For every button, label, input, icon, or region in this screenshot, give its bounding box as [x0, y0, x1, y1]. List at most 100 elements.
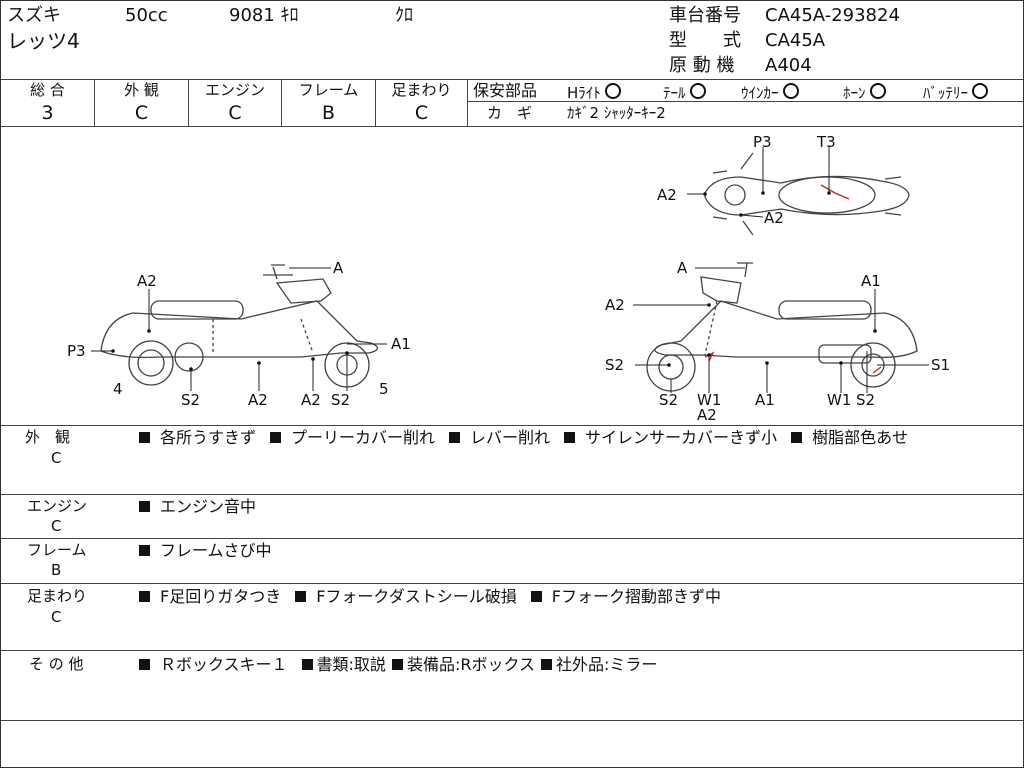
note-item: プーリーカバー削れ	[270, 428, 435, 447]
ok-circle-icon	[782, 83, 799, 99]
diagram-label: S2	[331, 391, 350, 409]
engine-label: 原 動 機	[669, 55, 735, 76]
scooter-left-view	[100, 264, 379, 388]
diagram-label: P3	[753, 133, 772, 151]
note-item: エンジン音中	[139, 497, 256, 516]
diagram-label: A	[677, 259, 688, 277]
bullet-square-icon	[270, 432, 282, 443]
grade-header-engine: エンジン	[204, 81, 265, 99]
leader-lines	[91, 147, 929, 393]
condition-diagram: A A2 P3 A1 4 S2 A2 A2 S2 5 A A2 A1 S2 S1…	[67, 133, 950, 424]
right-view-labels: A A2 A1 S2 S1 S2 W1 A2 A1 W1 S2	[605, 259, 950, 424]
grade-header-suspension: 足まわり	[391, 81, 452, 99]
bullet-square-icon	[139, 591, 150, 602]
type-value: CA45A	[765, 30, 826, 51]
diagram-label: S2	[659, 391, 678, 409]
ok-circle-icon	[869, 83, 886, 99]
note-item: サイレンサーカバーきず小	[564, 428, 777, 447]
diagram-label: A2	[248, 391, 268, 409]
note-item: Fフォークダストシール破損	[295, 587, 517, 606]
key-label: カ ギ	[487, 104, 533, 122]
divider	[1, 538, 1023, 539]
diagram-label: A2	[301, 391, 321, 409]
grade-overall: 3	[41, 102, 54, 124]
divider	[1, 79, 1023, 80]
note-item: Fフォーク摺動部きず中	[530, 587, 721, 606]
note-item: Ｒボックスキー１	[139, 655, 288, 674]
diagram-label: A1	[755, 391, 775, 409]
divider	[1, 425, 1023, 426]
note-item: 装備品:Rボックス	[391, 655, 535, 674]
note-items-frame: フレームさび中	[139, 543, 286, 559]
grade-suspension: C	[414, 102, 429, 124]
note-label-frame: フレーム	[27, 541, 87, 559]
divider	[94, 79, 95, 126]
frame-no: CA45A-293824	[765, 5, 900, 26]
grade-header-frame: フレーム	[298, 81, 359, 99]
divider	[188, 79, 189, 126]
divider	[1, 650, 1023, 651]
note-label-engine: エンジン	[27, 497, 88, 515]
grade-exterior: C	[134, 102, 149, 124]
note-grade-engine: C	[51, 517, 62, 535]
bullet-square-icon	[139, 432, 150, 443]
note-items-exterior: 各所うすきずプーリーカバー削れレバー削れサイレンサーカバーきず小樹脂部色あせ	[139, 430, 908, 446]
bullet-square-icon	[540, 659, 552, 670]
divider	[1, 720, 1023, 721]
divider	[375, 79, 376, 126]
note-label-suspension: 足まわり	[27, 587, 88, 605]
note-label-exterior: 外 観	[25, 428, 71, 446]
note-item: 各所うすきず	[139, 428, 256, 447]
diagram-label: W1	[697, 391, 721, 409]
displacement: 50cc	[125, 5, 168, 26]
safety-item-horn: ﾎｰﾝ	[843, 83, 886, 101]
model-name: レッツ4	[7, 29, 80, 53]
bullet-square-icon	[139, 501, 150, 512]
divider	[467, 79, 468, 126]
note-item: F足回りガタつき	[139, 587, 281, 606]
divider	[1, 494, 1023, 495]
bullet-square-icon	[301, 659, 313, 670]
note-item: フレームさび中	[139, 541, 272, 560]
point-dots	[111, 191, 877, 371]
ok-circle-icon	[972, 83, 989, 99]
bullet-square-icon	[564, 432, 576, 443]
note-item: 社外品:ミラー	[540, 655, 657, 674]
note-grade-frame: B	[51, 561, 62, 579]
diagram-label: P3	[67, 342, 86, 360]
grade-header-exterior: 外 観	[124, 81, 159, 99]
diagram-label: 4	[113, 380, 123, 398]
bullet-square-icon	[295, 591, 307, 602]
safety-item-battery: ﾊﾞｯﾃﾘｰ	[923, 83, 989, 101]
type-label: 型 式	[669, 30, 741, 51]
safety-item-tail: ﾃｰﾙ	[663, 83, 706, 101]
color: ｸﾛ	[395, 5, 413, 26]
left-view-labels: A A2 P3 A1 4 S2 A2 A2 S2 5	[67, 259, 411, 409]
frame-no-label: 車台番号	[669, 5, 741, 26]
note-label-other: そ の 他	[29, 655, 84, 673]
top-view-labels: P3 T3 A2 A2	[657, 133, 836, 227]
diagram-label: S2	[181, 391, 200, 409]
maker: スズキ	[7, 5, 61, 26]
note-grade-exterior: C	[51, 449, 62, 467]
bullet-square-icon	[791, 432, 803, 443]
diagram-label: A2	[657, 186, 677, 204]
note-items-suspension: F足回りガタつき Fフォークダストシール破損 Fフォーク摺動部きず中	[139, 589, 721, 605]
key-value: ｶｷﾞ2 ｼｬｯﾀｰｷｰ2	[567, 104, 666, 122]
grade-header-overall: 総 合	[30, 81, 65, 99]
bullet-square-icon	[530, 591, 542, 602]
diagram-label: A	[333, 259, 344, 277]
divider	[467, 101, 1023, 102]
diagram-label: W1	[827, 391, 851, 409]
grade-engine: C	[228, 102, 242, 124]
diagram-label: A1	[861, 272, 881, 290]
bullet-square-icon	[139, 659, 150, 670]
diagram-label: A2	[605, 296, 625, 314]
diagram-label: A1	[391, 335, 411, 353]
note-grade-suspension: C	[51, 608, 62, 626]
divider	[281, 79, 282, 126]
scooter-top-view	[704, 152, 910, 236]
note-item: 樹脂部色あせ	[791, 428, 908, 447]
